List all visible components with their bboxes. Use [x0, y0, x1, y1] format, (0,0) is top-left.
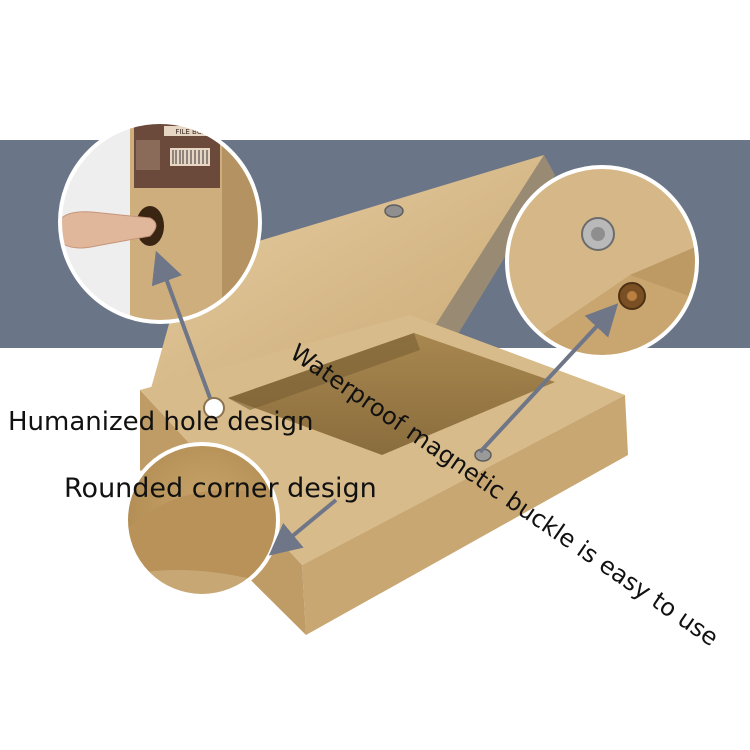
file-box-label-title: FILE BOX — [175, 128, 206, 136]
inset-corner-ring — [124, 442, 280, 598]
finger — [60, 211, 157, 249]
caption-hole: Humanized hole design — [8, 407, 314, 437]
arrow-buckle — [478, 303, 619, 454]
box-lid-shade — [412, 155, 555, 380]
inset-corner — [126, 444, 278, 596]
finger-hole — [203, 397, 225, 419]
caption-corner: Rounded corner design — [64, 473, 377, 504]
box-lid — [150, 155, 544, 392]
inset-buckle-ring — [505, 165, 699, 359]
box-base-front — [302, 395, 628, 635]
arrow-corner — [268, 498, 338, 556]
lid-magnet — [384, 204, 404, 218]
box-tray-wall — [228, 333, 420, 410]
arrow-hole — [151, 250, 212, 399]
inset-buckle — [507, 167, 697, 357]
box-tray — [228, 333, 555, 455]
inset-hole-ring — [58, 120, 262, 324]
